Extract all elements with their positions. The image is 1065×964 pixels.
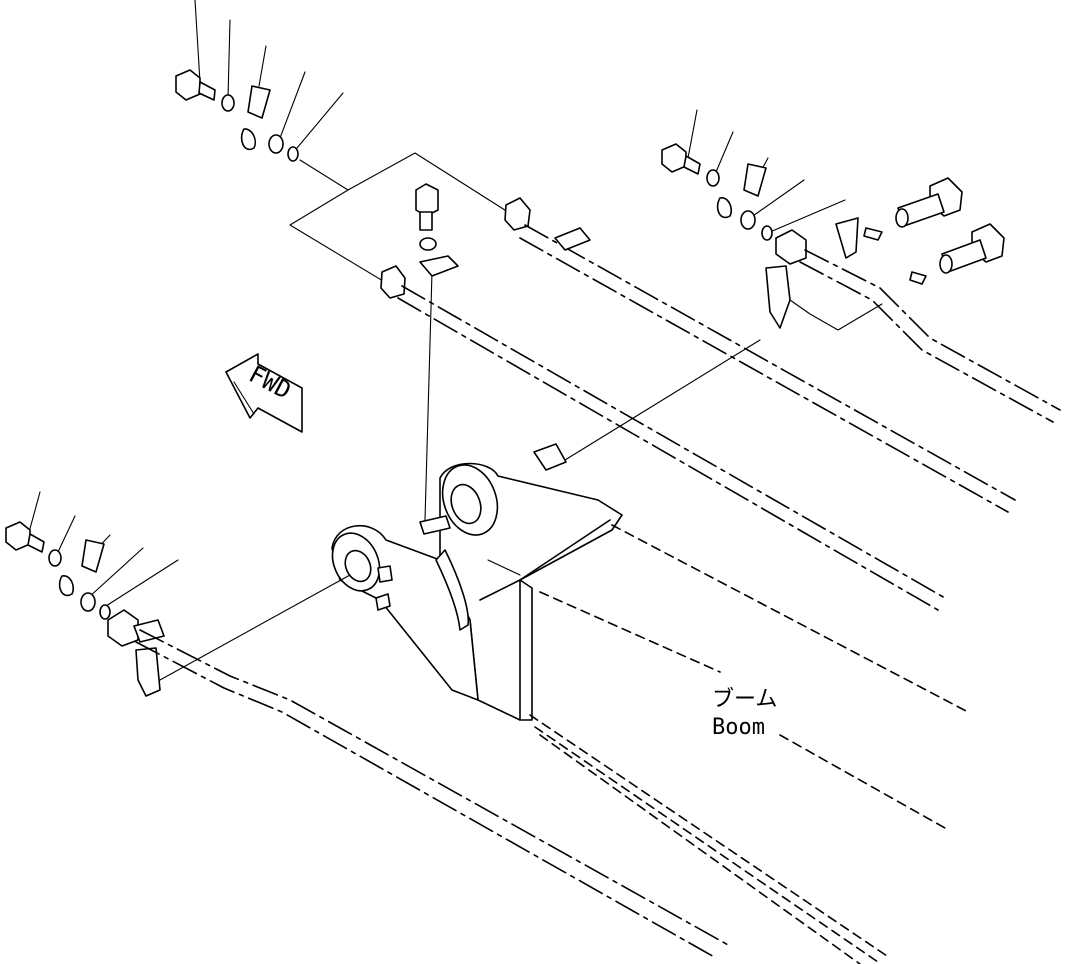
top-right-hardware — [661, 109, 1005, 285]
bolt-icon — [661, 143, 687, 173]
bolt-icon — [175, 69, 216, 101]
split-flange-icon — [240, 128, 257, 151]
hose-fitting-icon — [380, 265, 406, 299]
washer-icon — [80, 592, 96, 612]
split-flange-icon — [716, 197, 733, 219]
washer-icon — [221, 94, 235, 112]
hose-fitting-icon — [775, 229, 807, 265]
plug-icon — [939, 223, 1005, 274]
boom-body — [529, 524, 969, 964]
leader-lines-top — [289, 152, 509, 521]
bracket-icon — [765, 265, 791, 329]
shim-tag-icon — [247, 85, 271, 119]
clamp-icon — [533, 443, 567, 471]
clamp-icon — [554, 227, 591, 251]
o-ring-icon — [99, 604, 111, 620]
washer-icon — [706, 169, 720, 187]
bottom-left-hardware — [5, 491, 179, 620]
bolt-icon — [415, 183, 439, 217]
clamp-icon — [419, 515, 451, 535]
shim-tag-icon — [81, 539, 105, 573]
washer-icon — [268, 134, 284, 154]
clamp-icon — [419, 255, 459, 277]
hose-fitting-icon — [107, 609, 139, 647]
boom-label-jp: ブーム — [712, 687, 777, 712]
bracket-icon — [135, 647, 161, 697]
clamp-icon — [835, 217, 859, 259]
fwd-arrow-icon: FWD — [225, 353, 303, 433]
o-ring-icon — [761, 225, 773, 241]
bolt-icon — [5, 521, 31, 551]
split-flange-icon — [58, 575, 75, 597]
right-hose — [564, 229, 1061, 461]
lower-hose — [107, 574, 731, 959]
upper-hose — [504, 197, 1016, 513]
clamp-icon — [133, 619, 165, 643]
plug-icon — [895, 177, 963, 228]
top-centre-hardware — [415, 183, 459, 277]
washer-icon — [419, 237, 437, 251]
boom-foot-bracket — [331, 443, 623, 721]
washer-icon — [48, 549, 62, 567]
o-ring-icon — [287, 146, 299, 162]
middle-hose — [380, 265, 946, 611]
shim-tag-icon — [743, 163, 767, 197]
boom-label: ブーム Boom — [712, 687, 777, 740]
top-left-hardware — [175, 0, 344, 162]
boom-label-en: Boom — [712, 715, 765, 740]
washer-icon — [740, 210, 756, 230]
